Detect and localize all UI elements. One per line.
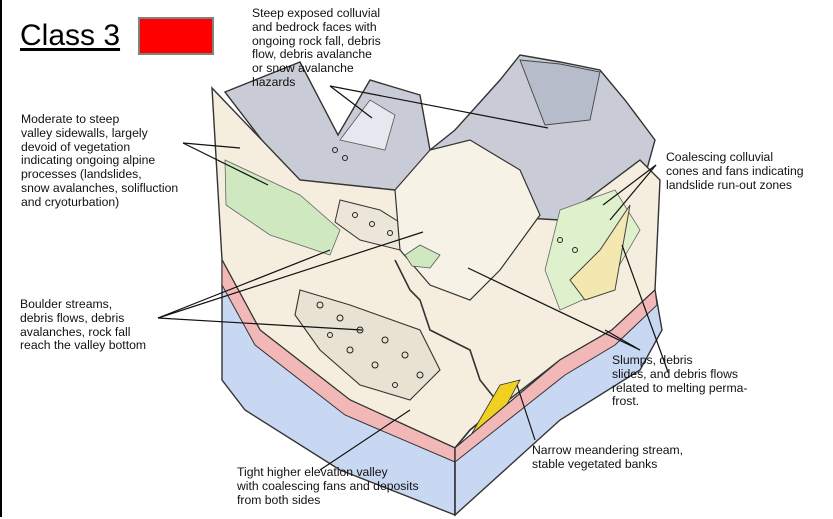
annotation-meandering-stream: Narrow meandering stream, stable vegetat… (532, 444, 683, 472)
annotation-colluvial-cones: Coalescing colluvial cones and fans indi… (666, 151, 804, 192)
annotation-boulder-streams: Boulder streams, debris flows, debris av… (20, 298, 146, 353)
annotation-valley-sidewalls: Moderate to steep valley sidewalls, larg… (21, 113, 178, 210)
annotation-steep-faces: Steep exposed colluvial and bedrock face… (252, 7, 381, 90)
annotation-tight-valley: Tight higher elevation valley with coale… (237, 466, 419, 507)
annotation-slumps: Slumps, debris slides, and debris flows … (612, 354, 747, 409)
